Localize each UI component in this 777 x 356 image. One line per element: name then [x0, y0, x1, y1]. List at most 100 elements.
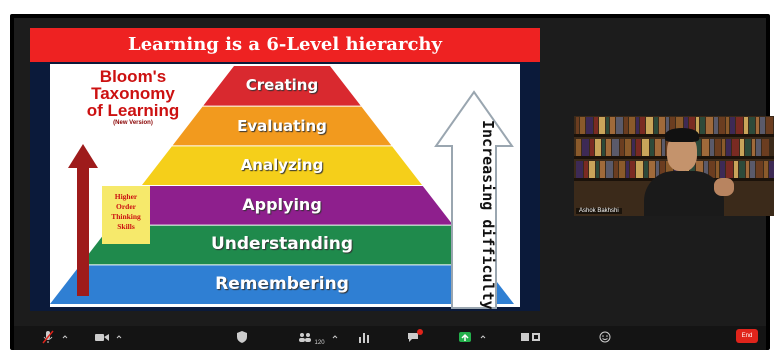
book [716, 161, 719, 178]
book [752, 139, 755, 156]
shared-screen: Learning is a 6-Level hierarchy Creating… [30, 28, 540, 311]
book [666, 117, 669, 134]
book [619, 161, 625, 178]
book [644, 161, 648, 178]
book [689, 117, 695, 134]
book [726, 161, 733, 178]
hots-box: Higher Order Thinking Skills [102, 186, 150, 244]
book [740, 139, 744, 156]
book [596, 161, 599, 178]
pyramid-label-creating: Creating [245, 76, 319, 95]
book [662, 139, 665, 156]
participant-name: Ashok Bakhshi [576, 208, 622, 214]
audio-options-button[interactable] [62, 330, 68, 346]
book [654, 117, 658, 134]
book [620, 139, 624, 156]
book [739, 161, 745, 178]
book [610, 117, 615, 134]
book [582, 139, 589, 156]
participants-icon [299, 333, 311, 342]
hots-line: Order [116, 202, 136, 211]
share-screen-icon [459, 332, 471, 342]
book [600, 161, 605, 178]
book [649, 161, 655, 178]
book [706, 117, 713, 134]
book [589, 161, 595, 178]
book [590, 139, 594, 156]
book [746, 161, 749, 178]
participant-hand [714, 178, 734, 196]
book [726, 139, 731, 156]
share-screen-button[interactable] [458, 330, 472, 346]
book [720, 161, 725, 178]
book [632, 139, 635, 156]
book [760, 117, 765, 134]
microphone-icon [42, 330, 54, 344]
book [714, 117, 718, 134]
bloom-line-1: Bloom's [99, 67, 167, 86]
slide-title: Learning is a 6-Level hierarchy [30, 28, 540, 62]
book [719, 117, 725, 134]
mute-button[interactable] [42, 330, 54, 346]
bloom-subtitle: (New Version) [113, 120, 153, 126]
camera-icon [95, 334, 109, 341]
difficulty-label: Increasing difficulty [479, 120, 497, 310]
book [626, 161, 629, 178]
pyramid-label-remembering: Remembering [215, 274, 349, 295]
book [606, 161, 613, 178]
book [614, 161, 618, 178]
video-button[interactable] [94, 330, 110, 346]
book [646, 117, 653, 134]
chevron-up-icon [332, 335, 338, 339]
chevron-up-icon [62, 335, 68, 339]
book [709, 161, 715, 178]
meeting-window: Learning is a 6-Level hierarchy Creating… [10, 14, 774, 350]
book [616, 117, 623, 134]
video-options-button[interactable] [116, 330, 122, 346]
bloom-heading: Bloom's Taxonomy of Learning (New Versio… [58, 68, 208, 127]
participants-button[interactable]: 120 [298, 330, 325, 346]
book [580, 117, 585, 134]
book [599, 117, 605, 134]
participants-count: 120 [314, 340, 325, 346]
chat-button[interactable] [406, 330, 420, 346]
book [756, 117, 759, 134]
book [715, 139, 721, 156]
end-meeting-button[interactable]: End [736, 329, 758, 343]
book [696, 161, 703, 178]
record-icon [521, 333, 540, 341]
pyramid-band-analyzing [142, 146, 422, 185]
polls-button[interactable] [358, 330, 370, 346]
book [769, 161, 774, 178]
book [744, 117, 748, 134]
book [736, 117, 743, 134]
difficulty-arrow-icon [434, 90, 514, 309]
book [756, 139, 761, 156]
book [586, 117, 593, 134]
book [595, 139, 601, 156]
book [666, 161, 673, 178]
record-button[interactable] [520, 330, 542, 346]
share-options-button[interactable] [480, 330, 486, 346]
book [594, 117, 598, 134]
book [612, 139, 619, 156]
up-arrow-icon [68, 144, 98, 296]
book [659, 117, 665, 134]
participants-options-button[interactable] [332, 330, 338, 346]
reactions-button[interactable] [598, 330, 612, 346]
meeting-toolbar: 120 End [14, 326, 766, 350]
bloom-line-3: of Learning [86, 101, 180, 120]
pyramid-diagram [50, 66, 514, 304]
book [630, 161, 635, 178]
book [684, 117, 688, 134]
book [766, 117, 773, 134]
book [704, 161, 708, 178]
book [584, 161, 588, 178]
chevron-up-icon [116, 335, 122, 339]
book [764, 161, 768, 178]
pyramid-label-applying: Applying [242, 195, 322, 215]
book [690, 161, 695, 178]
book [750, 161, 755, 178]
security-button[interactable] [236, 330, 248, 346]
participant-video[interactable]: Ashok Bakhshi [574, 116, 774, 216]
